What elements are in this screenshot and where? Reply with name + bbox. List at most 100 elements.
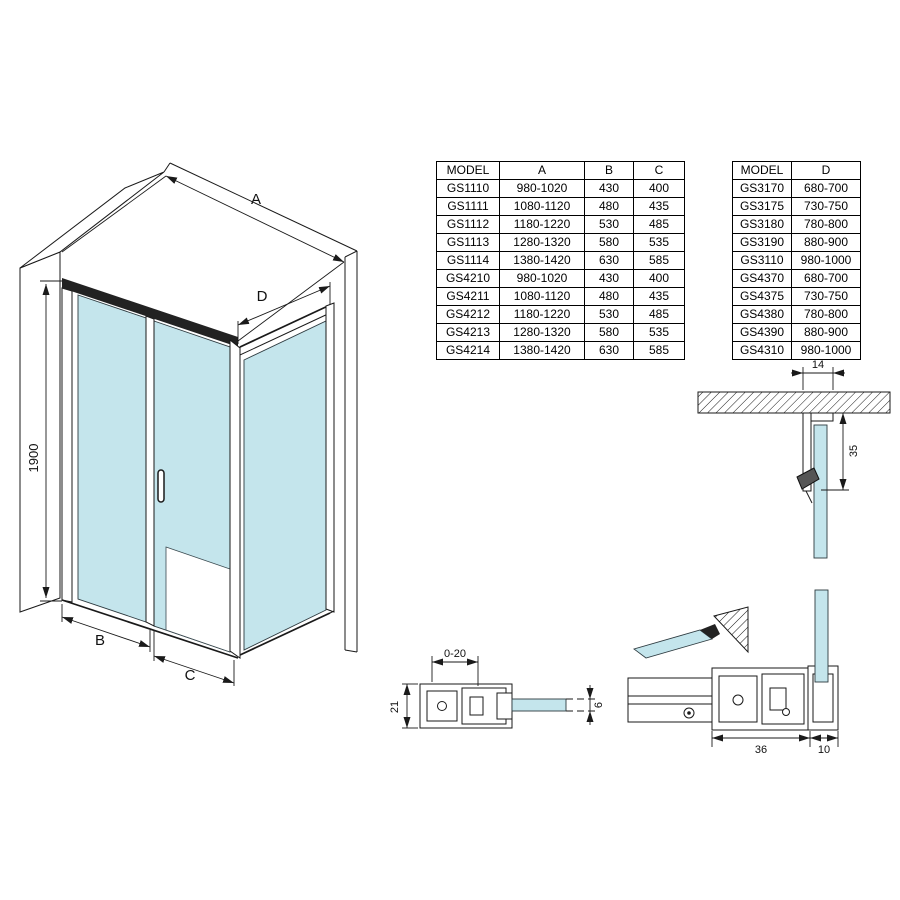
table-cell: GS4370 bbox=[732, 269, 792, 288]
table-cell: 1180-1220 bbox=[499, 305, 585, 324]
column-header: A bbox=[499, 161, 585, 180]
table-cell: 1380-1420 bbox=[499, 251, 585, 270]
table-cell: 780-800 bbox=[791, 215, 861, 234]
glass-pane-section bbox=[813, 424, 828, 559]
table-cell: GS3170 bbox=[732, 179, 792, 198]
table-cell: GS3180 bbox=[732, 215, 792, 234]
dimension-label-d: D bbox=[257, 288, 268, 305]
table-cell: 1080-1120 bbox=[499, 197, 585, 216]
dimension-height: 1900 bbox=[26, 280, 62, 602]
dimension-label-height: 1900 bbox=[26, 444, 41, 473]
table-cell: 535 bbox=[633, 323, 685, 342]
column-header: MODEL bbox=[436, 161, 500, 180]
table-cell: 780-800 bbox=[791, 305, 861, 324]
table-cell: 730-750 bbox=[791, 197, 861, 216]
table-cell: 435 bbox=[633, 287, 685, 306]
table-cell: 730-750 bbox=[791, 287, 861, 306]
table-cell: 430 bbox=[584, 269, 634, 288]
dimension-label-36: 36 bbox=[755, 744, 767, 756]
dimension-0-20: 0-20 bbox=[431, 648, 479, 686]
side-wall-profile bbox=[325, 302, 335, 613]
table-cell: GS4214 bbox=[436, 341, 500, 360]
side-panel-glass bbox=[243, 320, 327, 651]
table-cell: 580 bbox=[584, 233, 634, 252]
table-cell: 400 bbox=[633, 269, 685, 288]
magnet-strip-tip bbox=[700, 624, 720, 639]
table-cell: GS3175 bbox=[732, 197, 792, 216]
center-profile bbox=[145, 315, 155, 627]
table-cell: 880-900 bbox=[791, 323, 861, 342]
table-cell: 980-1020 bbox=[499, 269, 585, 288]
door-handle bbox=[157, 469, 165, 503]
table-cell: 480 bbox=[584, 197, 634, 216]
table-cell: 980-1000 bbox=[791, 251, 861, 270]
table-cell: GS1111 bbox=[436, 197, 500, 216]
table-cell: 535 bbox=[633, 233, 685, 252]
dimension-36: 36 bbox=[711, 731, 811, 756]
corner-post bbox=[229, 338, 241, 659]
left-wall-profile bbox=[61, 287, 73, 603]
dimension-b: B bbox=[61, 604, 151, 652]
wall-hatched-section bbox=[697, 391, 891, 414]
detail-wall-profile-section: 14 35 bbox=[697, 359, 891, 559]
fixing-bar bbox=[627, 677, 713, 723]
dimension-21: 21 bbox=[389, 683, 418, 729]
dimension-label-35: 35 bbox=[848, 445, 860, 457]
table-cell: 585 bbox=[633, 341, 685, 360]
table-cell: 400 bbox=[633, 179, 685, 198]
bottom-rail bbox=[61, 599, 239, 659]
dimension-label-6: 6 bbox=[593, 702, 605, 708]
column-header: MODEL bbox=[732, 161, 792, 180]
table-cell: 1280-1320 bbox=[499, 233, 585, 252]
table-cell: 880-900 bbox=[791, 233, 861, 252]
dimension-label-a: A bbox=[251, 191, 261, 208]
table-cell: GS4375 bbox=[732, 287, 792, 306]
table-cell: 480 bbox=[584, 287, 634, 306]
front-fixed-glass bbox=[77, 294, 147, 623]
table-cell: 630 bbox=[584, 251, 634, 270]
table-cell: GS4212 bbox=[436, 305, 500, 324]
table-cell: 680-700 bbox=[791, 269, 861, 288]
table-cell: 980-1000 bbox=[791, 341, 861, 360]
side-bottom-rail bbox=[239, 612, 331, 656]
table-cell: 680-700 bbox=[791, 179, 861, 198]
table-cell: 580 bbox=[584, 323, 634, 342]
corner-hatched-wedge bbox=[713, 606, 749, 654]
dimension-label-10: 10 bbox=[818, 744, 830, 756]
table-cell: GS3190 bbox=[732, 233, 792, 252]
table-cell: 630 bbox=[584, 341, 634, 360]
column-header: B bbox=[584, 161, 634, 180]
dimension-10: 10 bbox=[810, 731, 839, 756]
table-cell: 1380-1420 bbox=[499, 341, 585, 360]
column-header: C bbox=[633, 161, 685, 180]
dimension-6: 6 bbox=[586, 685, 605, 725]
table-cell: GS1113 bbox=[436, 233, 500, 252]
table-cell: GS4213 bbox=[436, 323, 500, 342]
table-cell: 530 bbox=[584, 305, 634, 324]
table-cell: 980-1020 bbox=[499, 179, 585, 198]
table-cell: 485 bbox=[633, 305, 685, 324]
top-rail bbox=[62, 278, 238, 347]
magnet-strip bbox=[633, 629, 713, 659]
glass-pane-section bbox=[814, 589, 829, 683]
